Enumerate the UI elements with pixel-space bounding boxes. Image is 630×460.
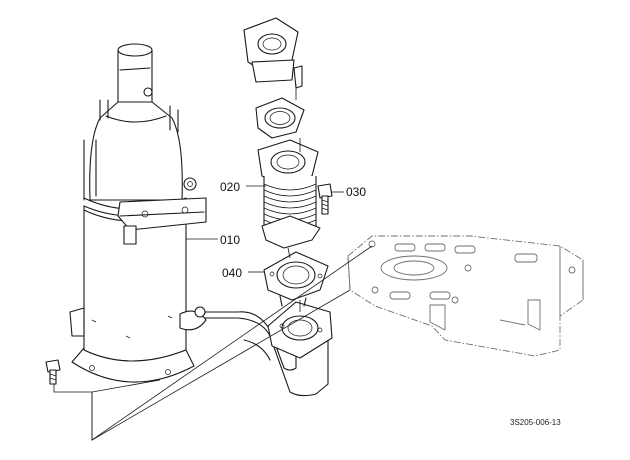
dpf-assembly	[69, 43, 207, 383]
turbo-outlet-flange	[243, 17, 303, 89]
assembly-lines	[53, 84, 373, 441]
upper-gasket	[255, 97, 305, 139]
gasket-040	[263, 251, 329, 307]
flex-pipe-020	[257, 139, 321, 249]
callout-030: 030	[346, 185, 366, 199]
engine-housing-ghost	[347, 235, 584, 357]
callout-010: 010	[220, 233, 240, 247]
callout-020: 020	[220, 180, 240, 194]
pipe-outlet-flange	[267, 301, 333, 359]
loose-bolt-left	[45, 359, 61, 385]
leader-lines	[186, 185, 344, 273]
figure-code: 3S205-006-13	[510, 418, 561, 427]
callout-040: 040	[222, 266, 242, 280]
bolt-030	[317, 183, 333, 215]
